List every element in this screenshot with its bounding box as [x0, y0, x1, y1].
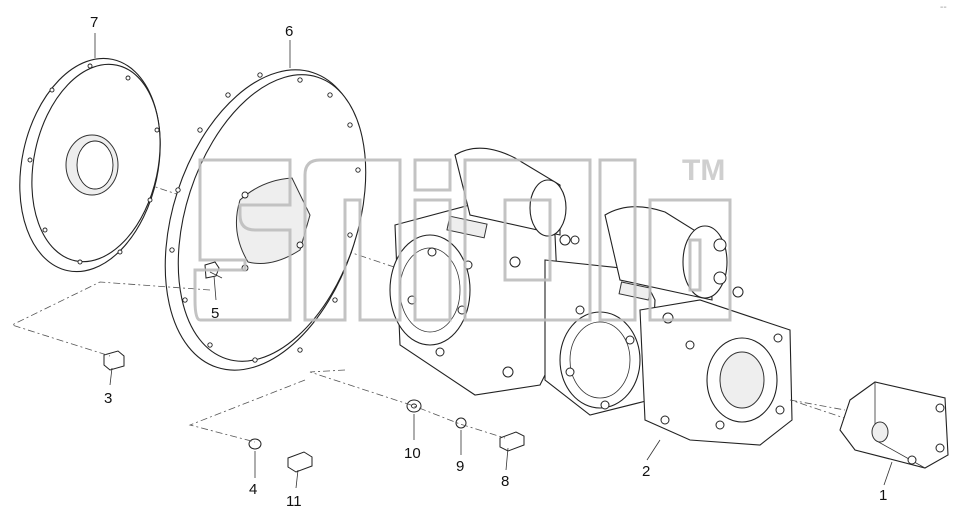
part-2-hydraulic-pump-assembly — [389, 147, 793, 446]
part-6-drive-disc — [164, 69, 367, 371]
part-7-flange-gasket — [19, 57, 161, 273]
part-1-gear-pump — [839, 381, 949, 469]
callout-2: 2 — [642, 463, 650, 480]
callout-4: 4 — [249, 481, 257, 498]
part-3-bolt — [103, 350, 125, 371]
part-11-bolt — [287, 451, 313, 473]
callout-10: 10 — [404, 445, 421, 462]
callout-6: 6 — [285, 23, 293, 40]
watermark-tm: TM — [682, 154, 725, 187]
callout-11: 11 — [286, 493, 302, 510]
leader-lines — [10, 33, 893, 489]
callout-8: 8 — [501, 473, 509, 490]
callout-9: 9 — [456, 458, 464, 475]
part-8-bolt — [499, 431, 525, 452]
callout-3: 3 — [104, 390, 112, 407]
callout-1: 1 — [879, 487, 887, 504]
watermark-logo: TM — [193, 154, 732, 322]
callout-5: 5 — [211, 305, 219, 322]
callout-7: 7 — [90, 14, 98, 31]
part-10-washer — [406, 399, 422, 413]
corner-mark: -- — [940, 2, 947, 13]
part-4-nut — [248, 438, 262, 450]
